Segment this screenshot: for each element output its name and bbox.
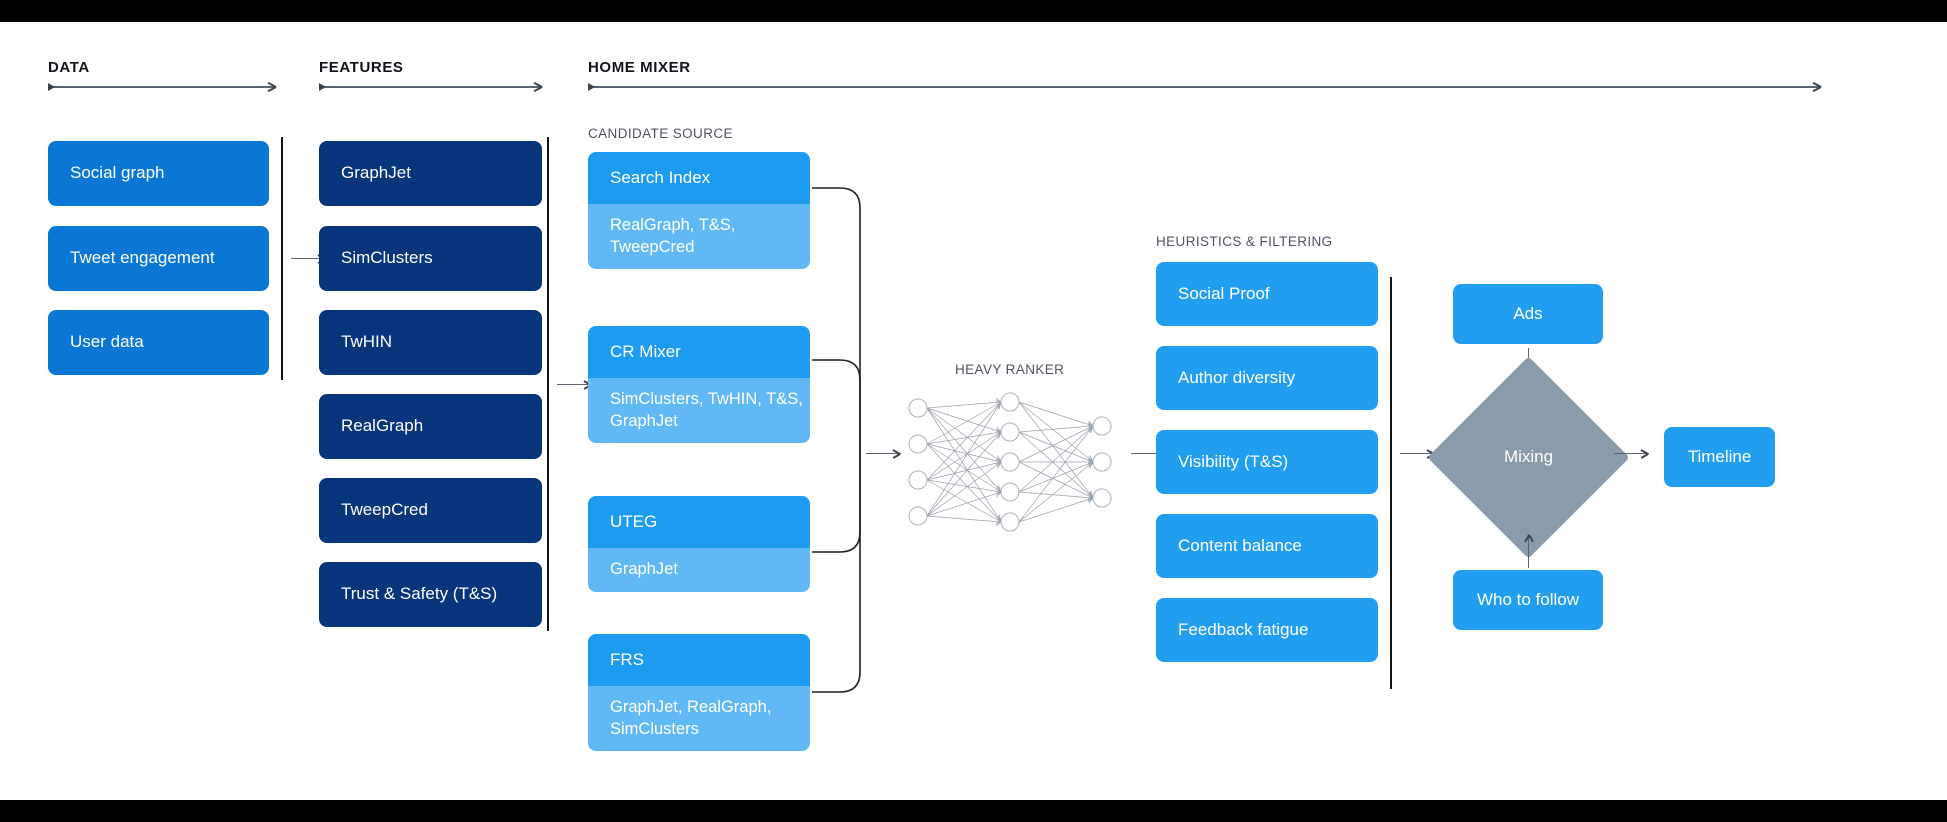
connector-features-to-candidates: [557, 380, 592, 389]
candidate-source-name: Search Index: [588, 152, 810, 204]
box-label: TwHIN: [341, 332, 392, 352]
arrow-bar: [1400, 452, 1435, 455]
box-label: Tweet engagement: [70, 248, 215, 268]
feature-box-simclusters[interactable]: SimClusters: [319, 226, 542, 291]
box-label: Social Proof: [1178, 283, 1270, 303]
heuristic-box-feedback-fatigue[interactable]: Feedback fatigue: [1156, 598, 1378, 662]
box-label: Content balance: [1178, 535, 1302, 555]
section-arrow-data: [48, 82, 276, 92]
candidate-source-features: GraphJet: [588, 548, 810, 592]
candidate-source-card-uteg[interactable]: UTEG GraphJet: [588, 496, 810, 592]
candidate-source-features: RealGraph, T&S, TweepCred: [588, 204, 810, 269]
feature-box-realgraph[interactable]: RealGraph: [319, 394, 542, 459]
section-header-features: FEATURES: [319, 59, 404, 76]
candidate-source-card-frs[interactable]: FRS GraphJet, RealGraph, SimClusters: [588, 634, 810, 751]
sublabel-heuristics: HEURISTICS & FILTERING: [1156, 234, 1333, 249]
output-box-ads[interactable]: Ads: [1453, 284, 1603, 344]
arrow-tail: [319, 83, 326, 91]
feature-box-twhin[interactable]: TwHIN: [319, 310, 542, 375]
section-arrow-home-mixer: [588, 82, 1821, 92]
box-label: Timeline: [1687, 446, 1752, 466]
divider-features-candidates: [547, 137, 549, 631]
mixing-label: Mixing: [1503, 447, 1554, 466]
diagram-canvas: DATA FEATURES HOME MIXER Social graph Tw…: [0, 22, 1947, 800]
heavy-ranker-network: [908, 392, 1112, 532]
candidate-source-features: SimClusters, TwHIN, T&S, GraphJet: [588, 378, 810, 443]
box-label: Who to follow: [1476, 589, 1580, 609]
box-label: Author diversity: [1178, 367, 1296, 387]
divider-heuristics-mixing: [1390, 277, 1392, 689]
heuristic-box-author-diversity[interactable]: Author diversity: [1156, 346, 1378, 410]
arrow-bar: [48, 86, 276, 88]
candidate-source-card-cr-mixer[interactable]: CR Mixer SimClusters, TwHIN, T&S, GraphJ…: [588, 326, 810, 443]
data-box-social-graph[interactable]: Social graph: [48, 141, 269, 206]
candidate-source-name: UTEG: [588, 496, 810, 548]
sublabel-candidate-source: CANDIDATE SOURCE: [588, 126, 733, 141]
arrow-bar: [588, 86, 1821, 88]
connector-heuristics-to-mixing: [1400, 449, 1435, 458]
box-label: Feedback fatigue: [1178, 619, 1309, 639]
heuristic-box-social-proof[interactable]: Social Proof: [1156, 262, 1378, 326]
divider-data-features: [281, 137, 283, 380]
box-label: RealGraph: [341, 416, 424, 436]
heuristic-box-content-balance[interactable]: Content balance: [1156, 514, 1378, 578]
box-label: Visibility (T&S): [1178, 451, 1289, 471]
output-box-timeline[interactable]: Timeline: [1664, 427, 1775, 487]
feature-box-tweepcred[interactable]: TweepCred: [319, 478, 542, 543]
data-box-user-data[interactable]: User data: [48, 310, 269, 375]
output-box-who-to-follow[interactable]: Who to follow: [1453, 570, 1603, 630]
arrow-bar: [1614, 452, 1649, 455]
sublabel-heavy-ranker: HEAVY RANKER: [955, 362, 1065, 377]
feature-box-graphjet[interactable]: GraphJet: [319, 141, 542, 206]
candidate-source-features: GraphJet, RealGraph, SimClusters: [588, 686, 810, 751]
box-label: Social graph: [70, 163, 165, 183]
candidate-source-name: CR Mixer: [588, 326, 810, 378]
section-arrow-features: [319, 82, 542, 92]
box-label: Ads: [1513, 303, 1543, 323]
arrow-tail: [48, 83, 55, 91]
arrow-bar: [557, 383, 592, 386]
box-label: Trust & Safety (T&S): [341, 584, 498, 604]
candidate-source-merge-connectors: [812, 187, 861, 693]
connector-mixing-to-timeline: [1614, 449, 1649, 458]
arrow-bar: [866, 452, 901, 455]
arrow-bar: [1527, 534, 1530, 568]
arrow-head-icon: [1524, 534, 1533, 543]
box-label: GraphJet: [341, 163, 411, 183]
box-label: TweepCred: [341, 500, 428, 520]
box-label: SimClusters: [341, 248, 433, 268]
section-header-home-mixer: HOME MIXER: [588, 59, 691, 76]
arrow-bar: [1131, 452, 1166, 455]
connector-ranker-to-heuristics: [1131, 449, 1166, 458]
arrow-tail: [588, 83, 595, 91]
data-box-tweet-engagement[interactable]: Tweet engagement: [48, 226, 269, 291]
arrow-bar: [319, 86, 542, 88]
connector-candidates-to-ranker: [866, 449, 901, 458]
box-label: User data: [70, 332, 144, 352]
feature-box-trust-safety[interactable]: Trust & Safety (T&S): [319, 562, 542, 627]
arrow-head-icon: [1640, 449, 1649, 458]
candidate-source-name: FRS: [588, 634, 810, 686]
arrow-bar: [291, 257, 326, 260]
connector-who-to-follow-to-mixing: [1524, 534, 1533, 568]
candidate-source-card-search-index[interactable]: Search Index RealGraph, T&S, TweepCred: [588, 152, 810, 269]
section-header-data: DATA: [48, 59, 90, 76]
connector-data-to-features: [291, 254, 326, 263]
heuristic-box-visibility[interactable]: Visibility (T&S): [1156, 430, 1378, 494]
